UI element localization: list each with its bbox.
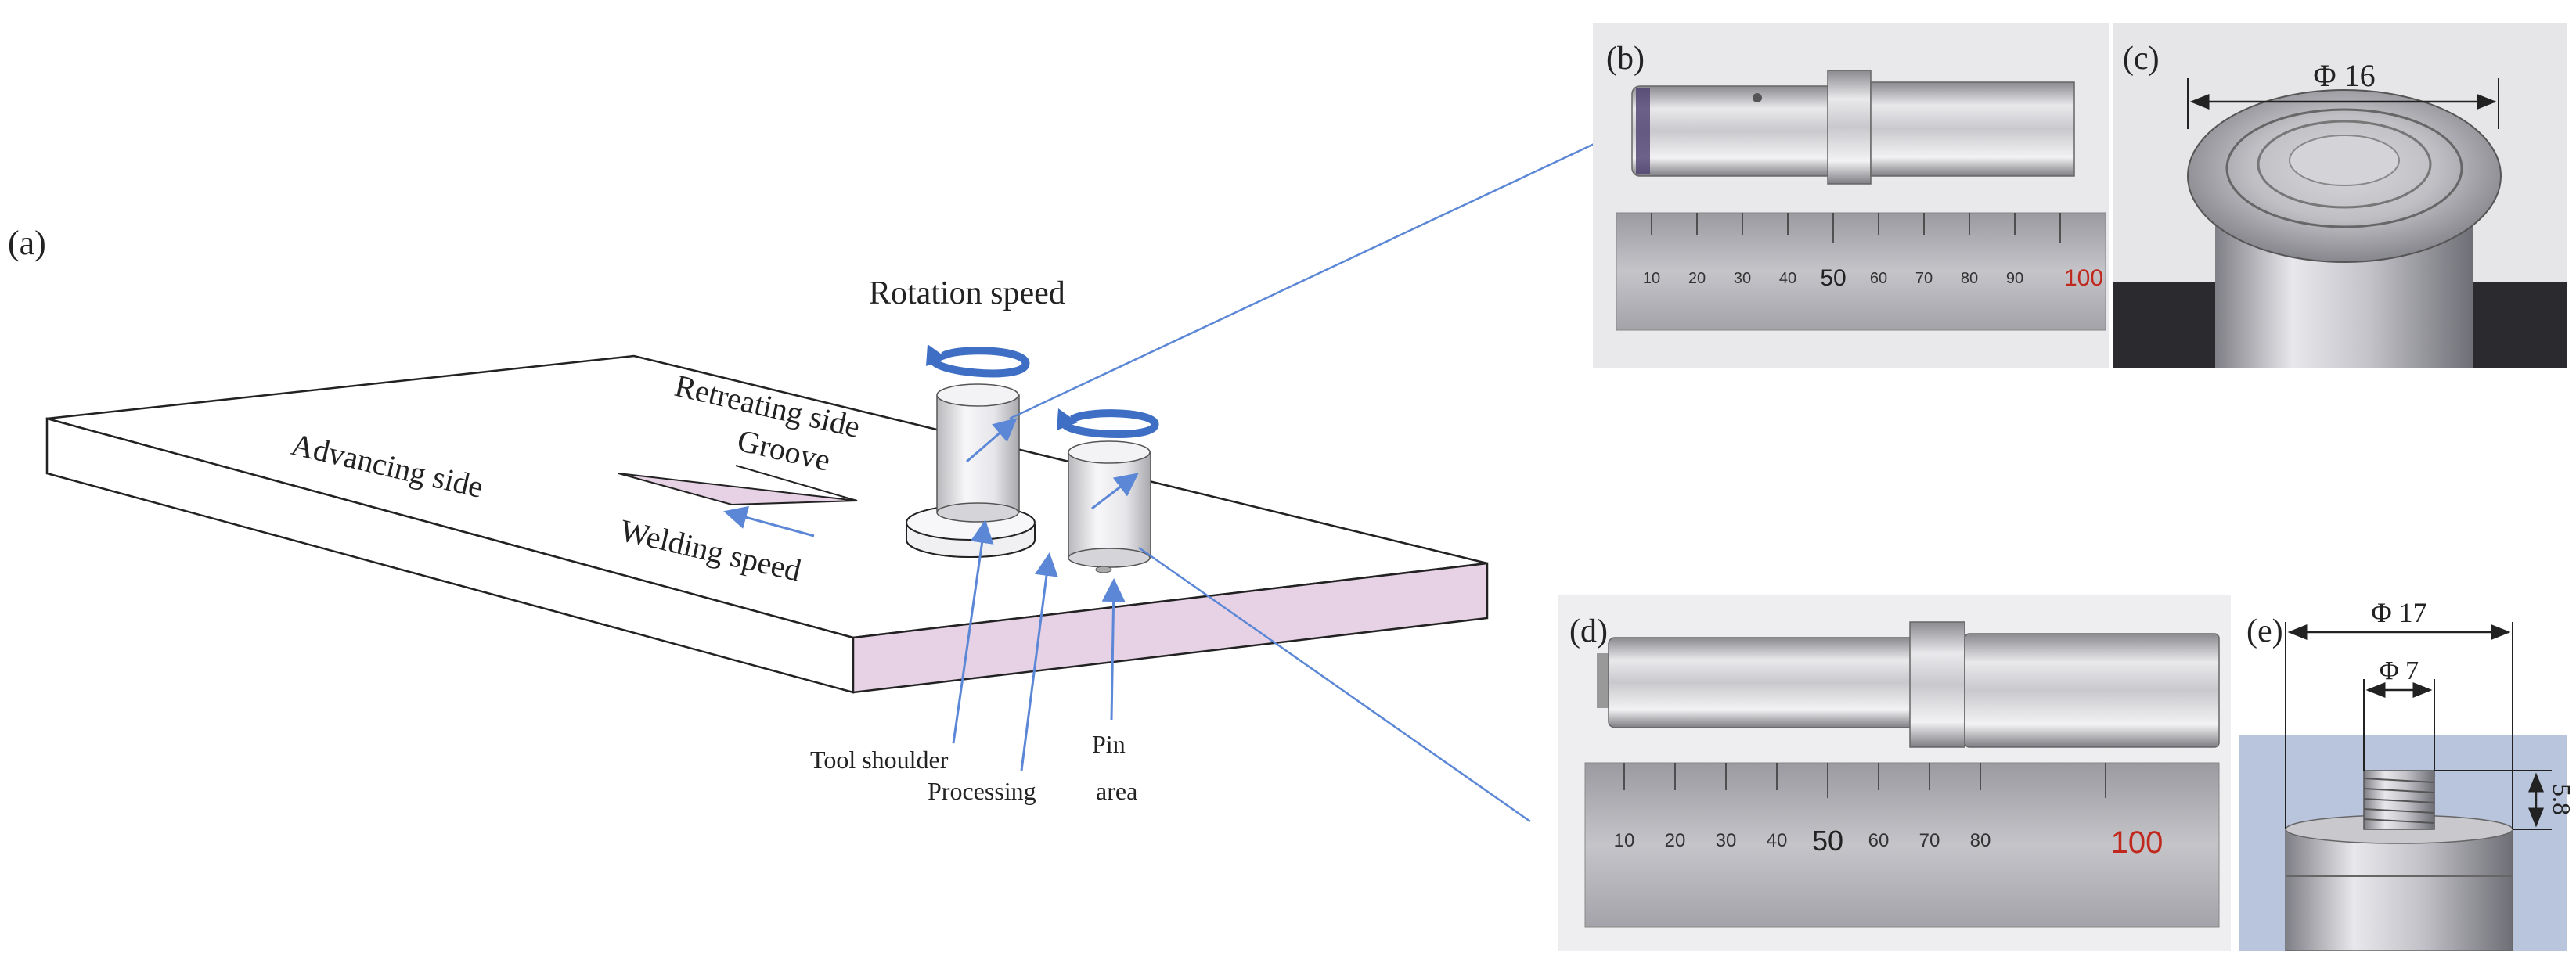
welding-speed-arrow [723,505,815,537]
ruler-b-tick-20: 20 [1688,270,1706,287]
tool-e-thread-lines [2363,778,2435,824]
ruler-b-tick-10: 10 [1643,270,1660,287]
tool-c-ring-mid [2257,120,2432,209]
label-rotation-speed: Rotation speed [869,275,1065,311]
zoom-line-b [1009,139,1601,420]
tool-e-shoulder [2285,829,2513,951]
ruler-d-ticks [1623,763,2106,798]
ruler-b-tick-30: 30 [1734,270,1751,287]
panel-label-a: (a) [8,224,46,262]
leader-pin [1101,578,1126,721]
rotation-arrow-1 [929,347,1030,378]
tool-b-body [1631,85,1844,177]
tool-cylinder [936,394,1020,513]
leader-processing-area [1020,552,1058,771]
label-processing: Processing [928,777,1036,805]
tool-b-discoloration [1636,88,1650,174]
groove-edge [735,465,858,501]
ruler-b-tick-80: 80 [1961,270,1978,287]
panel-b-photo: 10 20 30 40 50 60 70 80 90 100 (b) [1593,23,2109,368]
tool-d-shank [1964,633,2220,748]
label-area: area [1096,777,1137,805]
tool-c-ring-inner [2289,135,2400,186]
tool-b-mark [1753,93,1762,102]
panel-label-c: (c) [2123,41,2160,77]
tool-d-collar [1909,621,1965,748]
plate-right-side [852,562,1489,694]
ruler-b-tick-100: 100 [2064,265,2103,291]
dim-e-pin-diameter: Φ 7 [2380,656,2419,685]
panel-label-d: (d) [1569,613,1608,649]
zoom-line-d [1138,546,1531,823]
label-pin: Pin [1092,730,1126,758]
ruler-d-tick-30: 30 [1716,830,1737,851]
ruler-d-tick-20: 20 [1665,830,1686,851]
ruler-d [1584,762,2220,928]
ruler-b-tick-40: 40 [1779,270,1796,287]
pin-tool-cylinder [1068,451,1151,559]
panel-e-photo: Φ 17 Φ 7 5.8 (e) [2239,595,2576,951]
leader-tool-shoulder [952,519,994,744]
ruler-b-tick-50: 50 [1820,265,1846,291]
dim-e-pin-height: 5.8 [2548,784,2576,815]
ruler-b-tick-60: 60 [1870,270,1887,287]
ruler-d-tick-60: 60 [1868,830,1890,851]
panel-c-photo: Φ 16 (c) [2113,23,2567,368]
panel-label-e: (e) [2246,613,2283,649]
ruler-d-tick-80: 80 [1970,830,1991,851]
dim-e-outer-diameter: Φ 17 [2371,597,2426,628]
ruler-d-tick-40: 40 [1767,830,1788,851]
tool-c-ring-outer [2225,108,2463,228]
pin-cylinder-pointer [1091,473,1139,510]
panel-label-b: (b) [1606,41,1645,77]
groove-cut [618,473,858,506]
cylinder-pointer [966,418,1018,463]
dim-c-diameter: Φ 16 [2313,58,2375,93]
ruler-b-tick-70: 70 [1915,270,1933,287]
ruler-d-tick-100: 100 [2111,825,2163,860]
panel-d-photo: 10 20 30 40 50 60 70 80 100 (d) [1558,595,2231,951]
ruler-b [1616,212,2106,331]
rotation-arrow-2 [1060,409,1159,438]
tool-d-body [1608,637,1930,728]
tool-b-collar [1827,70,1872,185]
ruler-d-tick-50: 50 [1812,825,1843,857]
label-tool-shoulder: Tool shoulder [810,746,949,774]
ruler-d-tick-10: 10 [1614,830,1635,851]
ruler-b-ticks [1651,213,2061,243]
panel-a-schematic: (a) Rotation speed Retreating side Groov… [8,139,1601,823]
pin-tip [1095,566,1112,573]
ruler-d-tick-70: 70 [1919,830,1940,851]
tool-b-shank [1870,81,2075,177]
ruler-b-tick-90: 90 [2006,270,2023,287]
tool-d-thread [1597,653,1609,708]
